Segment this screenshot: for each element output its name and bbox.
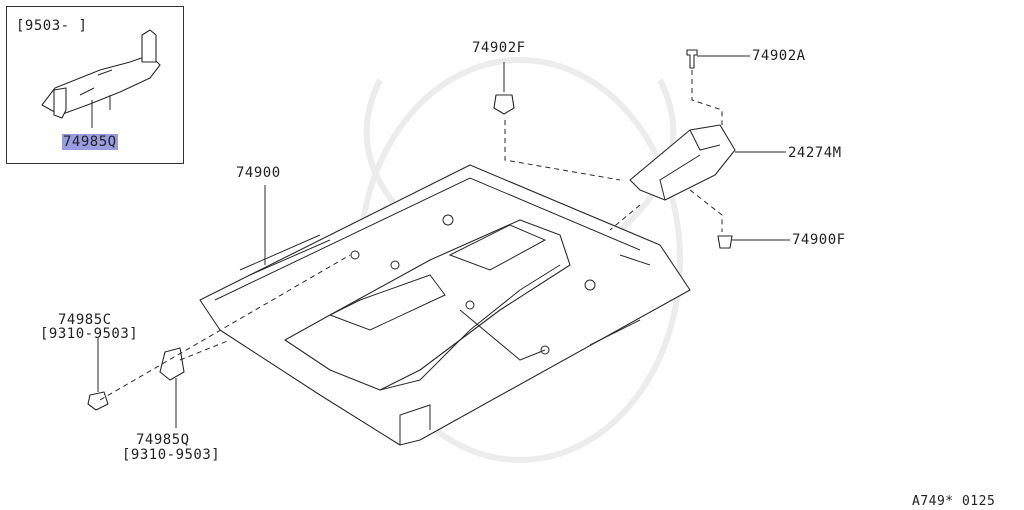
part-74985C-range: [9310-9503] [40,326,139,342]
leader-lines [97,55,790,428]
assembly-lines [99,70,723,401]
part-24274M[interactable]: 24274M [788,145,842,161]
inset-clip-drawing [41,29,161,128]
part-74900[interactable]: 74900 [236,165,281,181]
figure-id: A749* 0125 [912,494,996,509]
inset-box [6,6,184,164]
bracket-drawing [629,124,736,201]
inset-part-number[interactable]: 74985Q [62,134,118,150]
part-74985C[interactable]: 74985C [58,312,112,328]
inset-date-range: [9503- ] [16,18,88,34]
part-74985Q-range: [9310-9503] [122,447,221,463]
part-74985Q[interactable]: 74985Q [136,432,190,448]
fasteners-drawing [87,49,733,411]
part-74900F[interactable]: 74900F [792,232,846,248]
floor-carpet-drawing [199,164,691,446]
part-74902A[interactable]: 74902A [752,48,806,64]
part-74902F[interactable]: 74902F [472,40,526,56]
